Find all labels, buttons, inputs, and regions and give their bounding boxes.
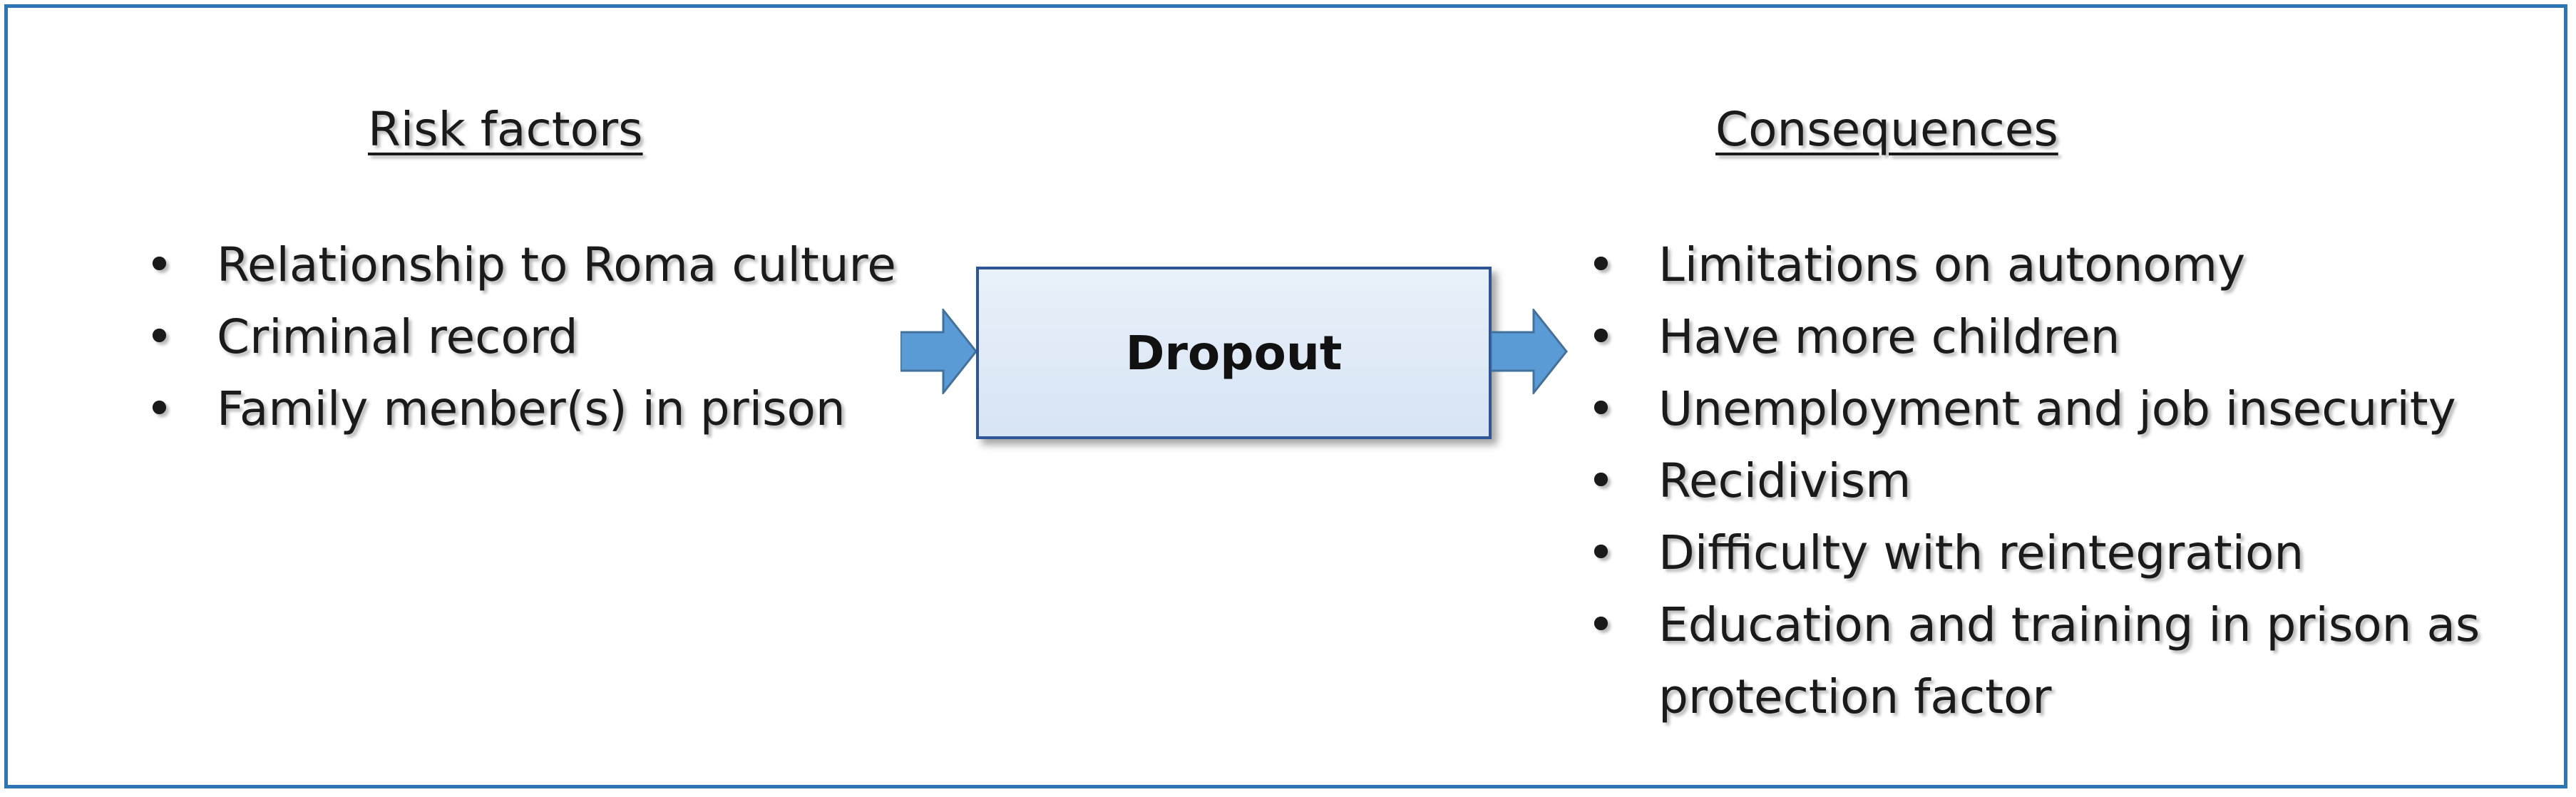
consequence-text: Education and training in prison as prot…: [1658, 597, 2480, 724]
consequence-text: Recidivism: [1658, 453, 1912, 508]
consequences-heading: Consequences: [1715, 102, 2058, 157]
bullet-icon: •: [1587, 597, 1615, 652]
list-item: • Family menber(s) in prison: [145, 373, 951, 445]
list-item: • Relationship to Roma culture: [145, 229, 951, 301]
risk-factor-text: Family menber(s) in prison: [217, 381, 846, 436]
diagram-frame: Risk factors • Relationship to Roma cultu…: [4, 4, 2567, 788]
risk-factor-text: Criminal record: [217, 309, 578, 364]
bullet-icon: •: [145, 381, 173, 436]
list-item: • Criminal record: [145, 301, 951, 373]
list-item: • Unemployment and job insecurity: [1587, 373, 2542, 445]
list-item: • Education and training in prison as pro…: [1587, 589, 2542, 733]
consequence-text: Difficulty with reintegration: [1658, 525, 2304, 580]
arrow-shape: [900, 309, 977, 394]
bullet-icon: •: [145, 237, 173, 292]
dropout-box: Dropout: [976, 267, 1492, 439]
bullet-icon: •: [1587, 381, 1615, 436]
right-arrow-icon: [1491, 309, 1568, 394]
dropout-label: Dropout: [1125, 325, 1343, 381]
risk-factors-list: • Relationship to Roma culture • Criminal …: [145, 229, 951, 445]
risk-factor-text: Relationship to Roma culture: [217, 237, 896, 292]
bullet-icon: •: [1587, 453, 1615, 508]
consequence-text: Have more children: [1658, 309, 2120, 364]
consequences-list: • Limitations on autonomy • Have more chil…: [1587, 229, 2542, 733]
list-item: • Recidivism: [1587, 445, 2542, 517]
consequence-text: Limitations on autonomy: [1658, 237, 2246, 292]
consequence-text: Unemployment and job insecurity: [1658, 381, 2456, 436]
bullet-icon: •: [1587, 237, 1615, 292]
risk-factors-heading: Risk factors: [368, 102, 643, 157]
list-item: • Limitations on autonomy: [1587, 229, 2542, 301]
arrow-shape: [1491, 309, 1568, 394]
bullet-icon: •: [1587, 525, 1615, 580]
list-item: • Have more children: [1587, 301, 2542, 373]
right-arrow-icon: [900, 309, 977, 394]
bullet-icon: •: [1587, 309, 1615, 364]
list-item: • Difficulty with reintegration: [1587, 517, 2542, 589]
bullet-icon: •: [145, 309, 173, 364]
